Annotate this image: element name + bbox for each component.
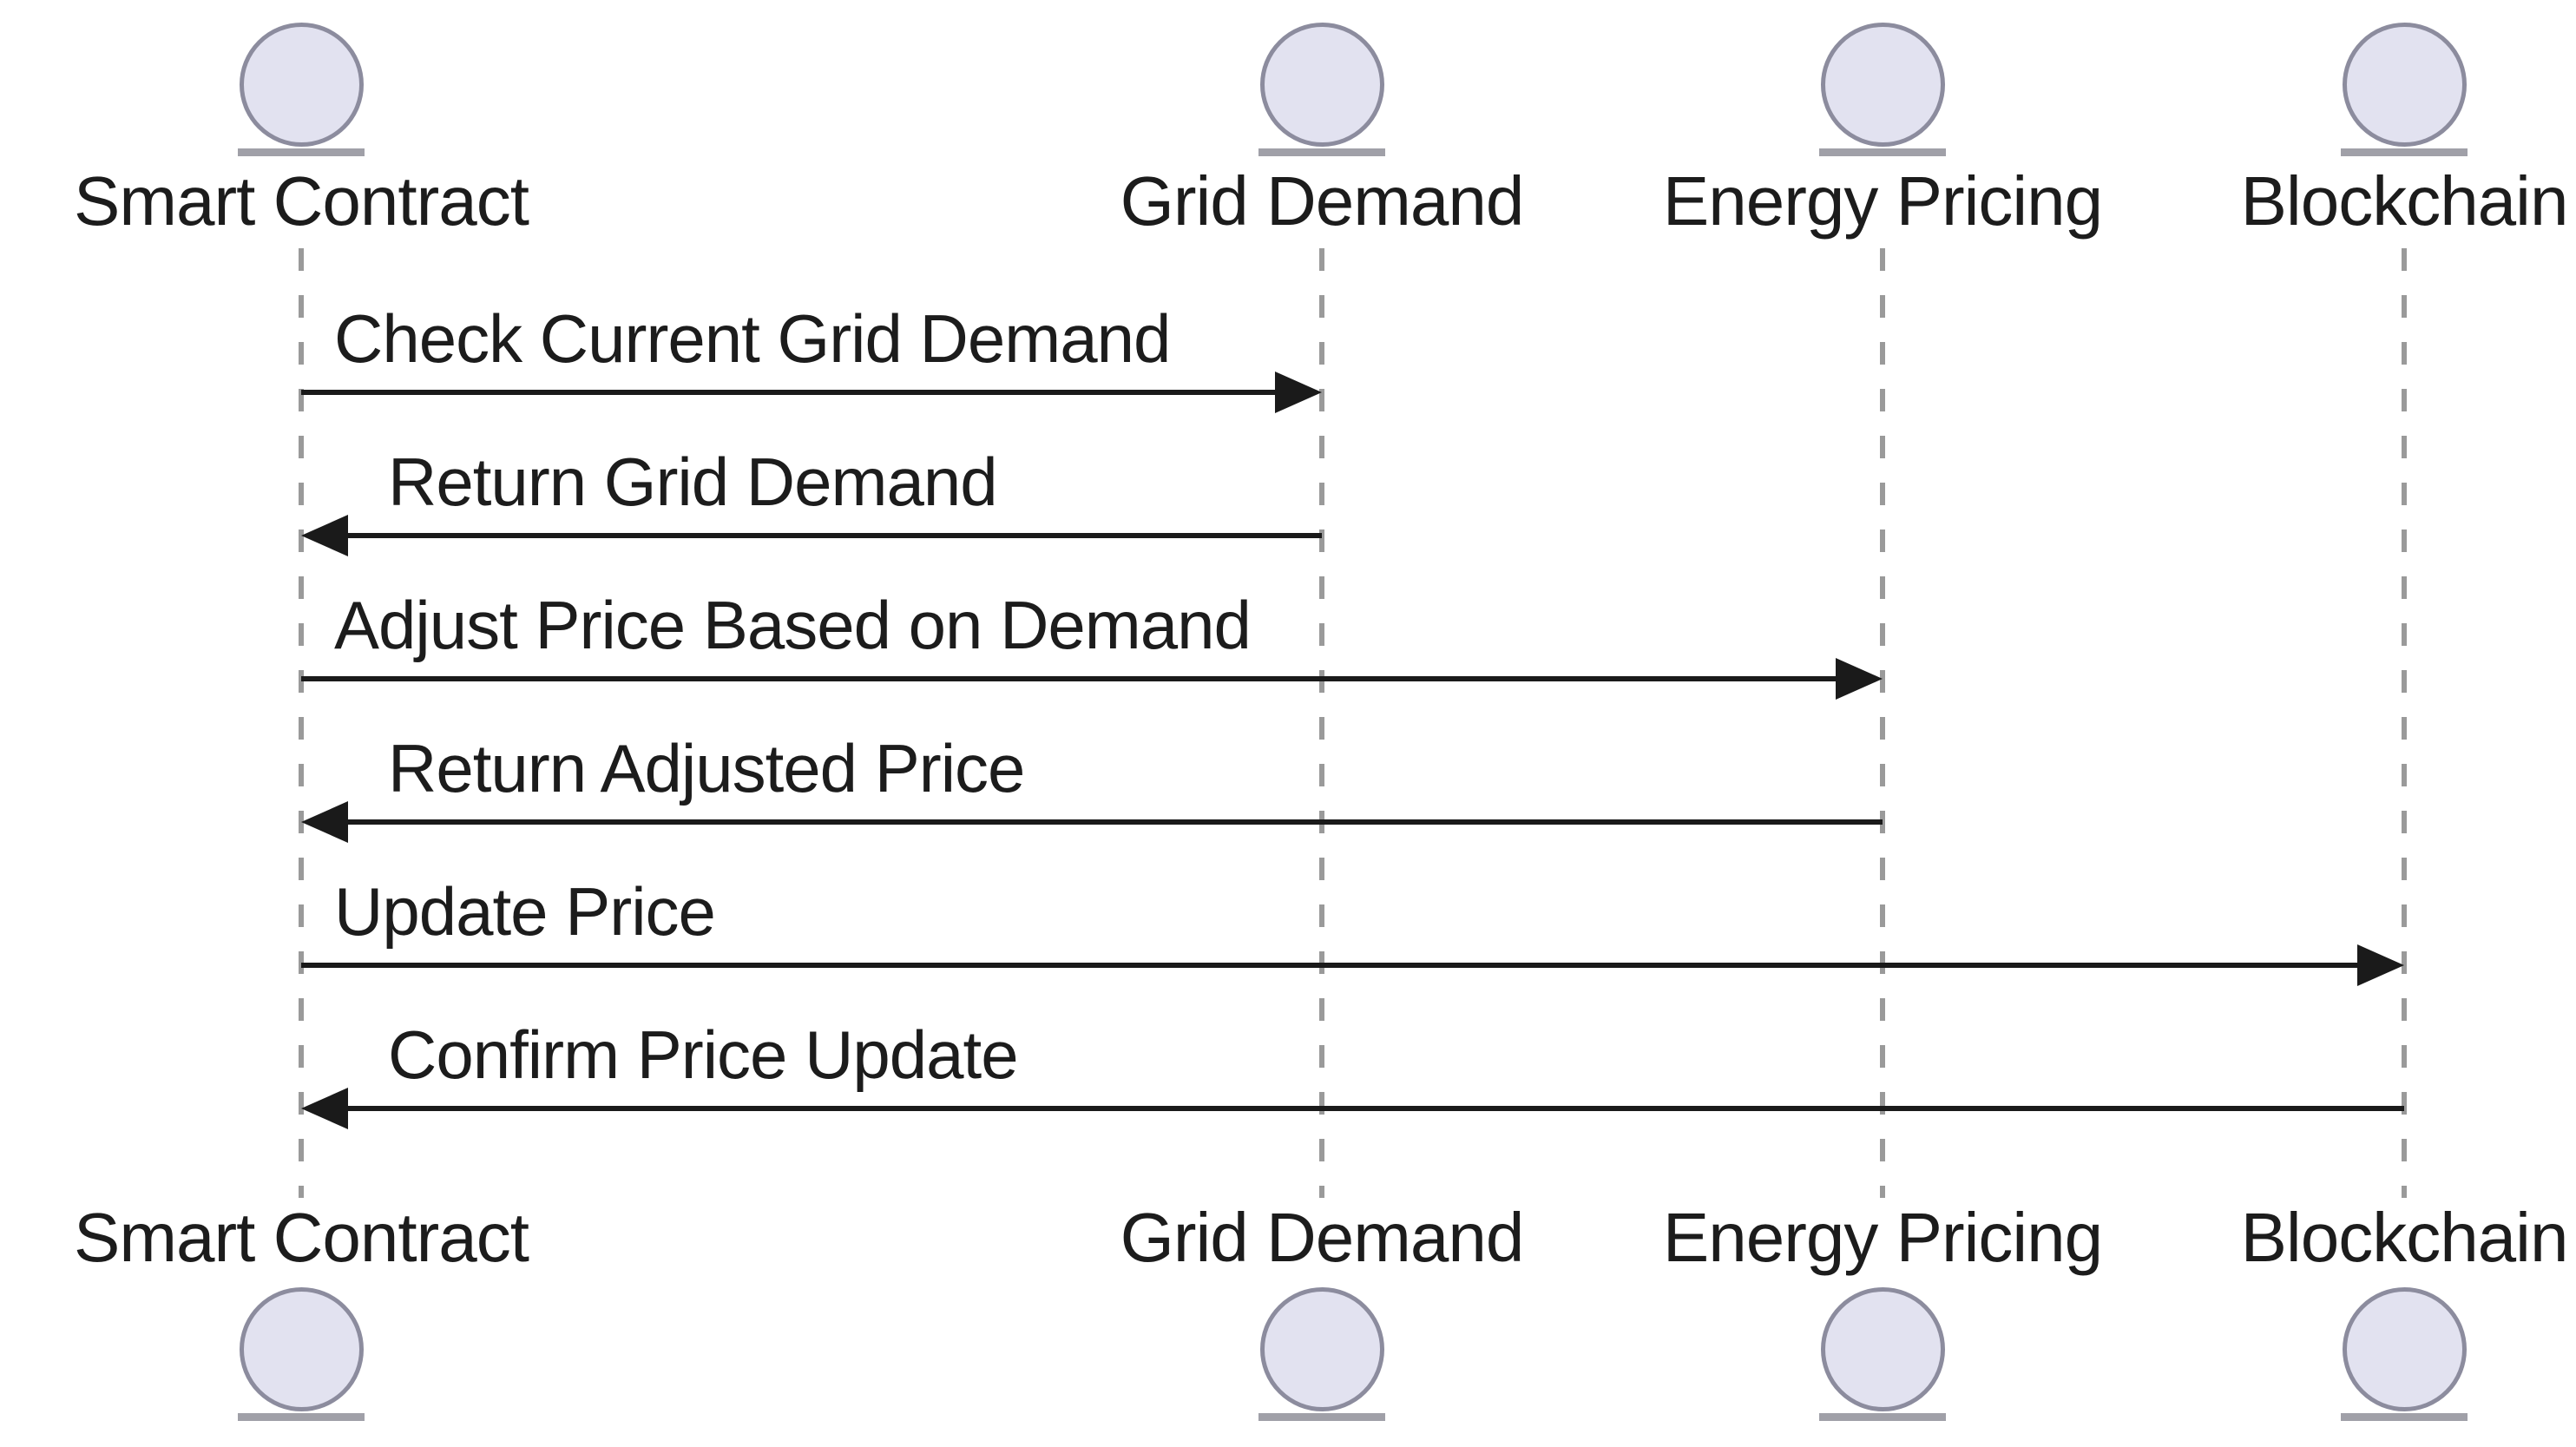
message-line bbox=[301, 676, 1841, 681]
entity-circle-icon bbox=[1820, 1287, 1945, 1411]
actor-label-bottom: Blockchain bbox=[2240, 1199, 2569, 1276]
arrowhead-left-icon bbox=[301, 515, 348, 556]
arrowhead-right-icon bbox=[1275, 372, 1322, 413]
actor-lifeline bbox=[299, 248, 304, 1198]
message-label: Check Current Grid Demand bbox=[334, 300, 1171, 377]
entity-underline bbox=[2341, 1413, 2468, 1421]
message-line bbox=[343, 1106, 2404, 1111]
entity-circle-icon bbox=[1820, 23, 1945, 147]
entity-underline bbox=[1258, 148, 1385, 156]
arrowhead-left-icon bbox=[301, 801, 348, 843]
entity-circle-icon bbox=[239, 1287, 364, 1411]
entity-underline bbox=[1819, 148, 1946, 156]
message-line bbox=[343, 533, 1322, 538]
actor-label-top: Smart Contract bbox=[74, 162, 529, 240]
entity-underline bbox=[238, 148, 365, 156]
actor-label-top: Grid Demand bbox=[1120, 162, 1525, 240]
message-line bbox=[301, 390, 1280, 395]
actor-label-bottom: Smart Contract bbox=[74, 1199, 529, 1276]
entity-underline bbox=[1258, 1413, 1385, 1421]
arrowhead-right-icon bbox=[1836, 658, 1883, 700]
entity-circle-icon bbox=[2342, 23, 2467, 147]
message-label: Confirm Price Update bbox=[388, 1016, 1019, 1093]
message-label: Adjust Price Based on Demand bbox=[334, 587, 1252, 663]
arrowhead-left-icon bbox=[301, 1088, 348, 1129]
entity-circle-icon bbox=[1259, 1287, 1384, 1411]
message-label: Return Grid Demand bbox=[388, 444, 998, 520]
entity-underline bbox=[2341, 148, 2468, 156]
actor-lifeline bbox=[1880, 248, 1885, 1198]
message-line bbox=[301, 963, 2362, 968]
message-label: Update Price bbox=[334, 873, 716, 950]
arrowhead-right-icon bbox=[2357, 944, 2404, 986]
actor-label-bottom: Energy Pricing bbox=[1662, 1199, 2103, 1276]
actor-lifeline bbox=[2402, 248, 2407, 1198]
message-label: Return Adjusted Price bbox=[388, 730, 1025, 806]
entity-circle-icon bbox=[2342, 1287, 2467, 1411]
actor-label-top: Energy Pricing bbox=[1662, 162, 2103, 240]
entity-underline bbox=[238, 1413, 365, 1421]
actor-lifeline bbox=[1319, 248, 1324, 1198]
entity-circle-icon bbox=[239, 23, 364, 147]
entity-underline bbox=[1819, 1413, 1946, 1421]
entity-circle-icon bbox=[1259, 23, 1384, 147]
actor-label-bottom: Grid Demand bbox=[1120, 1199, 1525, 1276]
actor-label-top: Blockchain bbox=[2240, 162, 2569, 240]
message-line bbox=[343, 819, 1883, 825]
